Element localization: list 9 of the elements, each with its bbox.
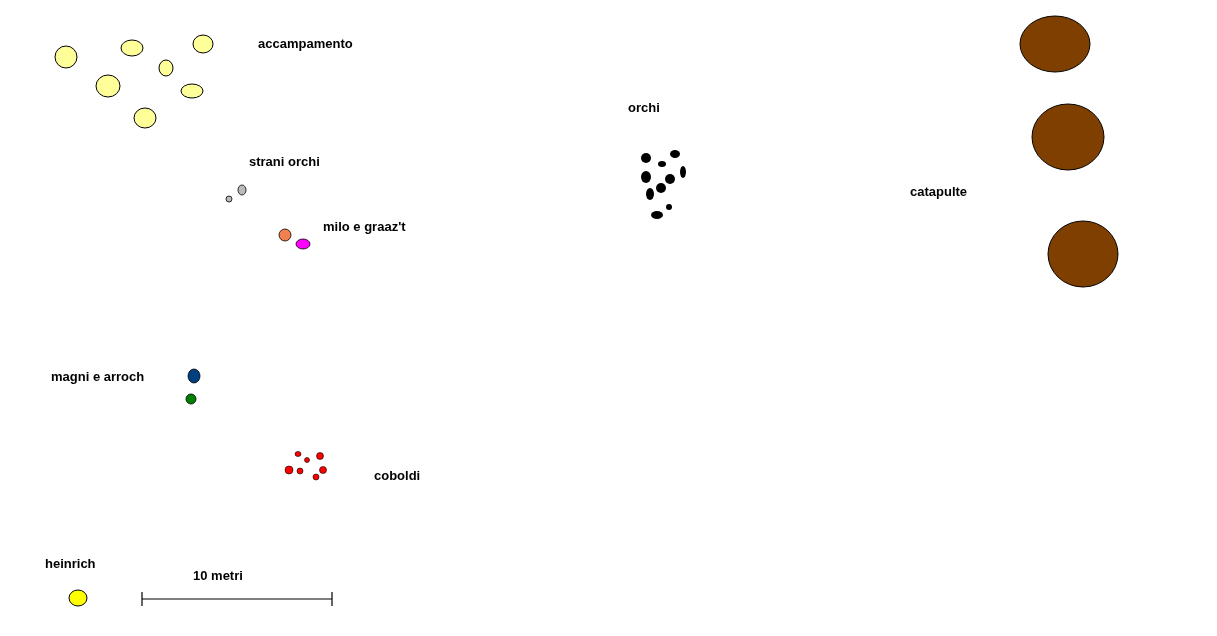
group-label: strani orchi xyxy=(249,154,320,170)
group-label: magni e arroch xyxy=(51,369,145,385)
group-label: coboldi xyxy=(374,468,421,484)
group-label: catapulte xyxy=(910,184,968,200)
scale-label: 10 metri xyxy=(193,568,243,584)
group-label: orchi xyxy=(628,100,660,116)
group-label: milo e graaz't xyxy=(323,219,406,235)
area-label: accampamento xyxy=(258,36,353,52)
token-label: heinrich xyxy=(45,556,96,572)
